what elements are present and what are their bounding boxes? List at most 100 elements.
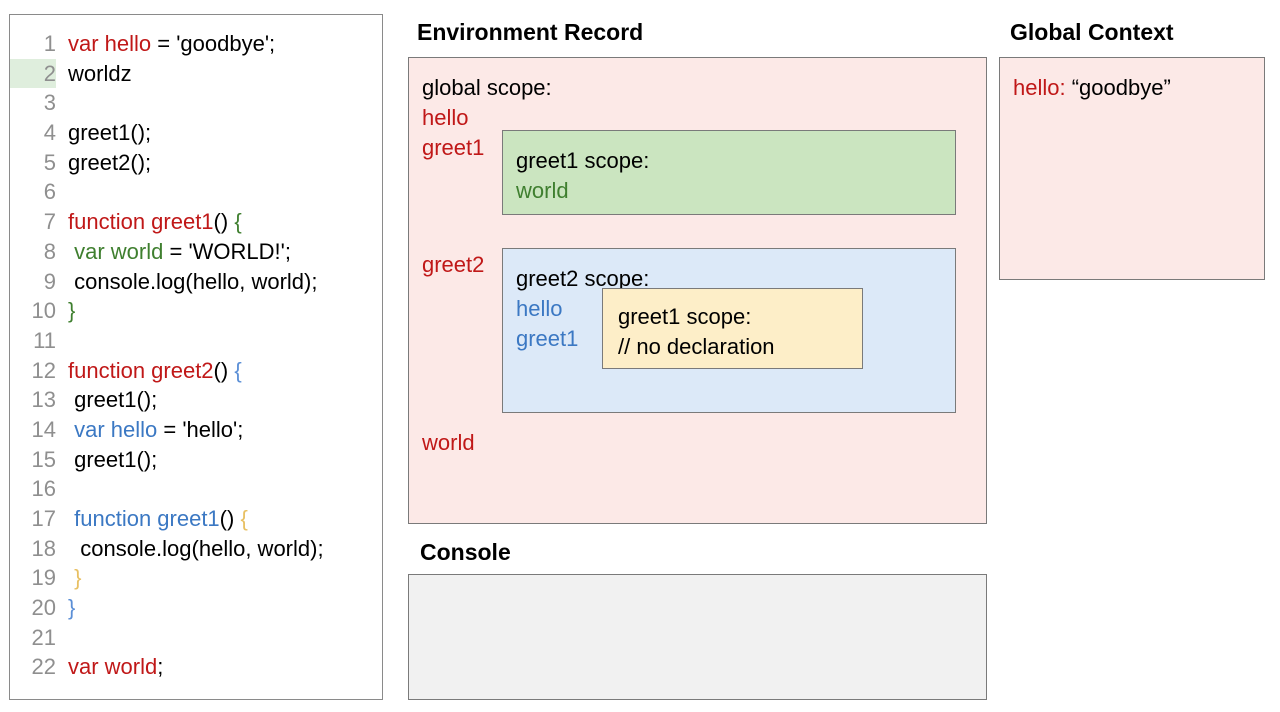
code-line-number: 6 — [43, 179, 56, 205]
global-binding-world: world — [422, 430, 475, 455]
code-line-text: } — [56, 296, 75, 326]
code-line[interactable]: 13 greet1(); — [10, 385, 382, 415]
code-line-number: 11 — [33, 327, 56, 353]
inner-greet1-scope-box: greet1 scope: // no declaration — [602, 288, 863, 369]
code-line-number: 17 — [31, 506, 56, 531]
code-line[interactable]: 5 greet2(); — [10, 148, 382, 178]
code-line-number: 2 — [10, 58, 56, 89]
code-line-number: 10 — [31, 298, 56, 324]
code-line-number: 12 — [31, 357, 56, 383]
code-token: greet1(); — [68, 387, 158, 413]
console-panel[interactable] — [408, 574, 987, 700]
code-token: function greet1 — [68, 209, 214, 235]
code-line-number: 1 — [43, 31, 56, 56]
global-scope-label: global scope: — [422, 75, 552, 100]
code-token: () — [213, 357, 235, 383]
greet2-binding-greet1: greet1 — [516, 326, 579, 351]
code-line-text: var hello = 'hello'; — [56, 415, 243, 445]
code-line-text: greet1(); — [56, 118, 151, 148]
code-token: greet2(); — [68, 149, 152, 175]
code-token: function greet2 — [68, 357, 214, 383]
code-line-number: 7 — [43, 209, 56, 235]
code-token: function greet1 — [74, 506, 220, 531]
console-heading: Console — [420, 539, 511, 565]
code-line[interactable]: 2 worldz — [10, 58, 382, 89]
code-line[interactable]: 17 function greet1() { — [10, 504, 382, 534]
code-line[interactable]: 16 — [10, 474, 382, 504]
code-line-text: var world; — [56, 652, 163, 682]
code-line-number: 14 — [31, 416, 56, 442]
code-line[interactable]: 6 — [10, 177, 382, 207]
code-line-number: 15 — [31, 446, 56, 472]
code-token: console.log(hello, world); — [68, 268, 318, 294]
code-token: worldz — [68, 60, 132, 86]
code-token: greet1(); — [68, 120, 152, 146]
code-token: { — [234, 357, 242, 383]
code-token: = 'WORLD!'; — [163, 238, 291, 264]
greet2-binding-hello: hello — [516, 296, 563, 321]
code-line[interactable]: 10} — [10, 296, 382, 326]
code-line[interactable]: 8 var world = 'WORLD!'; — [10, 237, 382, 267]
code-line-text: greet1(); — [56, 445, 157, 475]
greet1-scope-title: greet1 scope: — [516, 148, 650, 173]
code-line-number: 19 — [31, 565, 56, 591]
code-line[interactable]: 14 var hello = 'hello'; — [10, 415, 382, 445]
code-token: } — [74, 565, 82, 591]
inner-greet1-scope-note: // no declaration — [618, 334, 775, 359]
code-line[interactable]: 18 console.log(hello, world); — [10, 534, 382, 564]
global-context-panel: hello: “goodbye” — [999, 57, 1265, 280]
code-token: var hello — [74, 416, 158, 442]
code-token: var world — [68, 654, 158, 680]
code-line-number: 9 — [43, 268, 56, 294]
global-context-entry: hello: “goodbye” — [1013, 77, 1171, 99]
global-context-heading: Global Context — [1010, 19, 1174, 45]
code-line-text: greet1(); — [56, 385, 157, 415]
inner-greet1-scope-title: greet1 scope: — [618, 304, 752, 329]
code-line[interactable]: 3 — [10, 88, 382, 118]
code-token: greet1(); — [68, 446, 158, 472]
code-token: = 'hello'; — [157, 416, 244, 442]
global-binding-greet1: greet1 — [422, 135, 485, 160]
code-line-number: 22 — [31, 654, 56, 680]
greet2-scope-title: greet2 scope: — [516, 266, 650, 291]
code-line-number: 3 — [43, 90, 56, 116]
code-line-number: 5 — [43, 149, 56, 175]
code-token: } — [68, 298, 76, 324]
global-binding-greet2: greet2 — [422, 252, 485, 277]
code-line-number: 4 — [43, 120, 56, 146]
code-token: var hello — [68, 31, 152, 56]
code-line-text: } — [56, 563, 81, 593]
code-line[interactable]: 15 greet1(); — [10, 445, 382, 475]
code-line[interactable]: 11 — [10, 326, 382, 356]
code-line[interactable]: 12 function greet2() { — [10, 356, 382, 386]
code-line-text: } — [56, 593, 75, 623]
code-token: console.log(hello, world); — [68, 535, 324, 561]
code-line-text: var world = 'WORLD!'; — [56, 237, 291, 267]
environment-record-heading: Environment Record — [417, 19, 644, 45]
environment-record-panel: global scope: hello greet1 greet2 world … — [408, 57, 987, 524]
code-line-text: console.log(hello, world); — [56, 267, 317, 297]
code-line-number: 18 — [31, 535, 56, 561]
code-line[interactable]: 9 console.log(hello, world); — [10, 267, 382, 297]
code-line-text: greet2(); — [56, 148, 151, 178]
global-binding-hello: hello — [422, 105, 469, 130]
global-context-entry-value: “goodbye” — [1071, 75, 1171, 100]
code-line-text: worldz — [56, 59, 132, 89]
code-line[interactable]: 4 greet1(); — [10, 118, 382, 148]
code-token: () — [219, 506, 241, 531]
code-line-number: 16 — [31, 476, 56, 502]
code-line[interactable]: 21 — [10, 623, 382, 653]
code-token: { — [234, 209, 242, 235]
code-line-text: function greet1() { — [56, 504, 248, 534]
greet1-binding-world: world — [516, 178, 569, 203]
code-line[interactable]: 19 } — [10, 563, 382, 593]
greet1-scope-box: greet1 scope: world — [502, 130, 956, 215]
code-line[interactable]: 20} — [10, 593, 382, 623]
code-token: } — [68, 595, 76, 621]
greet2-scope-box: greet2 scope: hello greet1 greet1 scope:… — [502, 248, 956, 413]
